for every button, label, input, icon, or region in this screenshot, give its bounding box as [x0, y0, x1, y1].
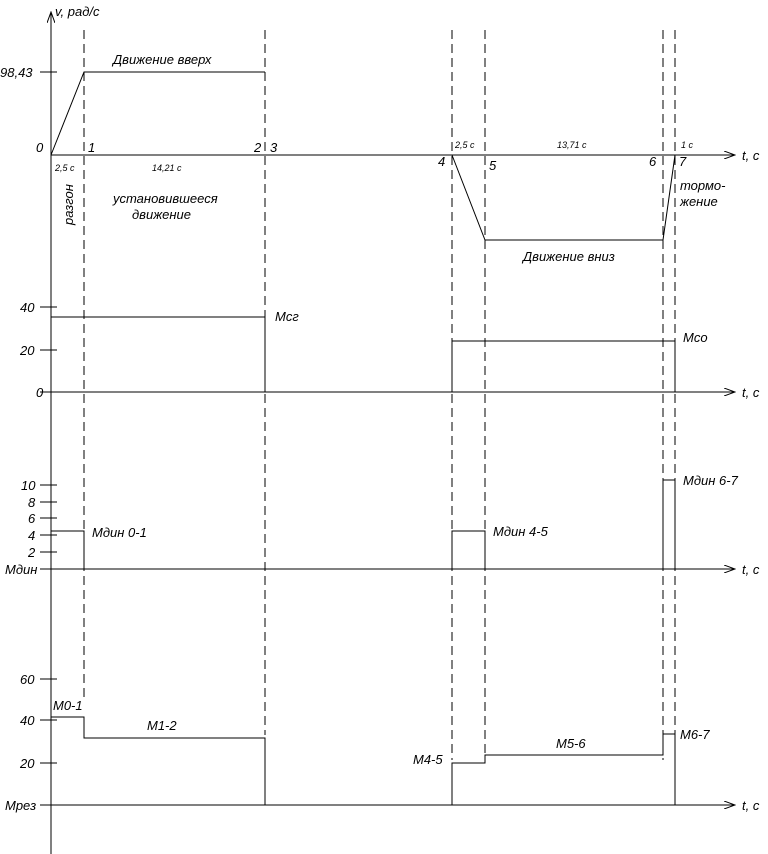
static-torque-down: [451, 340, 676, 392]
res-label-6-7: М6-7: [680, 727, 710, 742]
time-axis-label-1: t, с: [742, 148, 760, 163]
dyn-torque-0-1: [51, 530, 85, 569]
dyn-torque-6-7: [662, 479, 676, 569]
res-torque-down: [451, 733, 676, 805]
dyn-torque-4-5: [451, 530, 486, 569]
dyn-label-0-1: Мдин 0-1: [92, 525, 147, 540]
static-tick-label-40: 40: [20, 300, 35, 315]
steady-label-line2: движение: [132, 207, 191, 222]
res-torque-up: [51, 716, 266, 805]
res-tick-label-60: 60: [20, 672, 35, 687]
static-up-label: Мсг: [275, 309, 299, 324]
point-label-4: 4: [438, 154, 445, 169]
static-tick-label-0: 0: [36, 385, 44, 400]
point-label-3: 3: [270, 140, 278, 155]
dyn-axis-label: Мдин: [5, 562, 37, 577]
duration-5-6: 13,71 с: [557, 140, 587, 150]
dyn-label-4-5: Мдин 4-5: [493, 524, 549, 539]
acceleration-label: разгон: [61, 184, 76, 226]
time-axis-label-4: t, с: [742, 798, 760, 813]
res-label-4-5: М4-5: [413, 752, 443, 767]
dyn-tick-label-2: 2: [27, 545, 36, 560]
static-down-label: Мсо: [683, 330, 708, 345]
brake-label-line2: жение: [679, 194, 718, 209]
res-tick-label-20: 20: [19, 756, 35, 771]
point-label-6: 6: [649, 154, 657, 169]
brake-label-line1: тормо-: [680, 178, 726, 193]
res-tick-label-40: 40: [20, 713, 35, 728]
time-axis-label-2: t, с: [742, 385, 760, 400]
time-axis-label-3: t, с: [742, 562, 760, 577]
speed-up-label: Движение вверх: [111, 52, 212, 67]
speed-zero-label: 0: [36, 140, 44, 155]
res-axis-label: Мрез: [5, 798, 36, 813]
res-label-5-6: М5-6: [556, 736, 586, 751]
point-label-7: 7: [679, 154, 687, 169]
dyn-tick-label-10: 10: [21, 478, 36, 493]
duration-4-5: 2,5 с: [454, 140, 475, 150]
speed-down-label: Движение вниз: [521, 249, 615, 264]
dyn-label-6-7: Мдин 6-7: [683, 473, 739, 488]
dyn-tick-label-4: 4: [28, 528, 35, 543]
dyn-tick-label-6: 6: [28, 511, 36, 526]
static-torque-up: [51, 316, 266, 392]
steady-label-line1: установившееся: [112, 191, 218, 206]
speed-down-curve: [451, 154, 676, 241]
point-label-1: 1: [88, 140, 95, 155]
res-label-1-2: М1-2: [147, 718, 177, 733]
res-label-0-1: М0-1: [53, 698, 83, 713]
speed-axis-label: v, рад/с: [55, 4, 100, 19]
dyn-tick-label-8: 8: [28, 495, 36, 510]
duration-1-2: 14,21 с: [152, 163, 182, 173]
static-tick-label-20: 20: [19, 343, 35, 358]
duration-0-1: 2,5 с: [54, 163, 75, 173]
point-label-5: 5: [489, 158, 497, 173]
speed-value-label: 98,43: [0, 65, 33, 80]
speed-up-curve: [50, 71, 265, 156]
duration-6-7: 1 с: [681, 140, 694, 150]
point-label-2: 2: [253, 140, 262, 155]
